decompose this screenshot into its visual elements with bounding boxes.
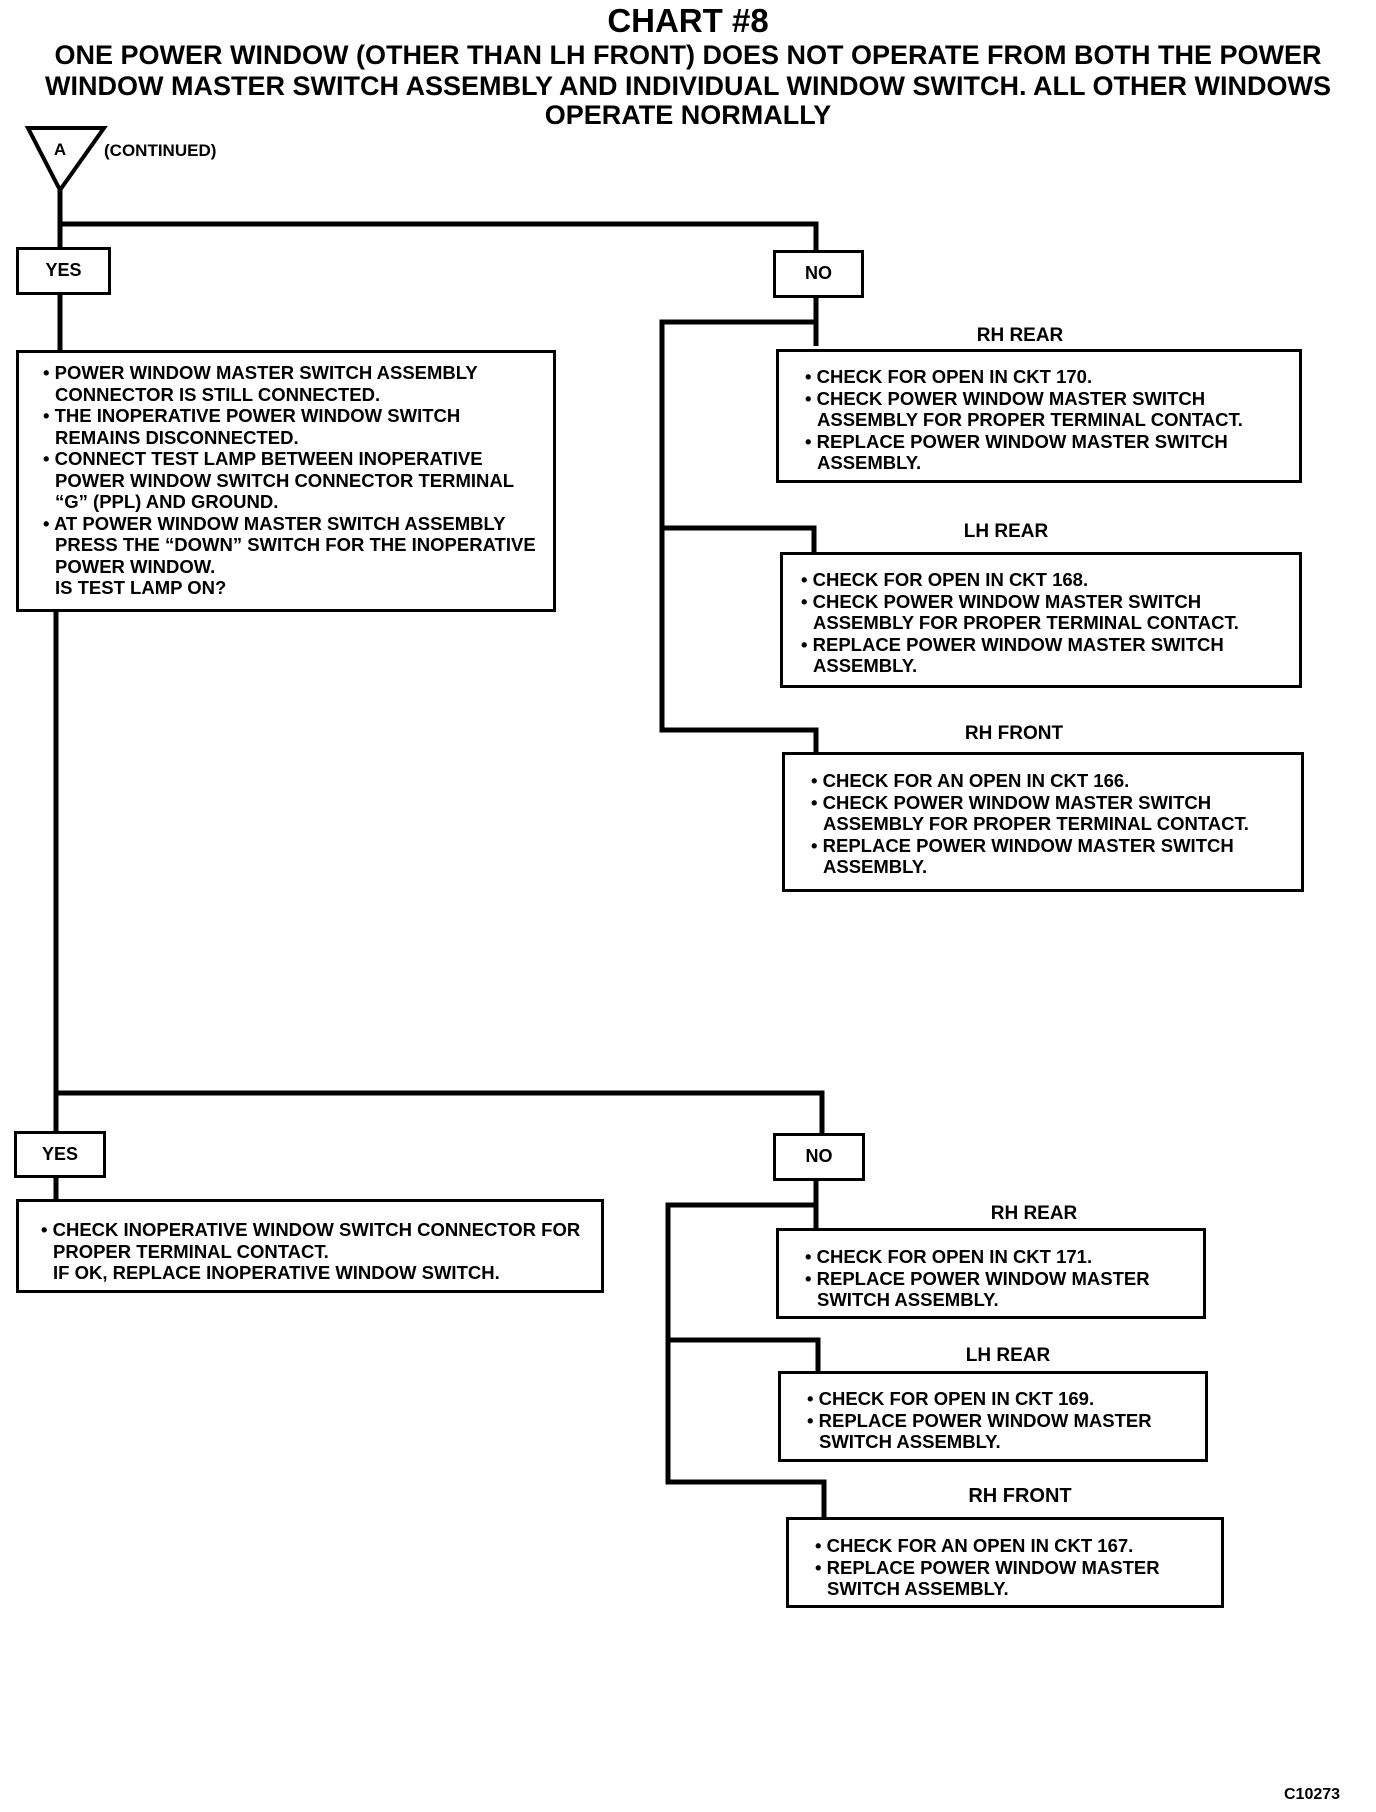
branch-step: REPLACE POWER WINDOW MASTER SWITCH ASSEM… (801, 431, 1289, 474)
branch-step: REPLACE POWER WINDOW MASTER SWITCH ASSEM… (803, 1410, 1195, 1453)
branch-box-rh-front-1: CHECK FOR AN OPEN IN CKT 166. CHECK POWE… (782, 752, 1304, 892)
branch-box-rh-front-2: CHECK FOR AN OPEN IN CKT 167. REPLACE PO… (786, 1517, 1224, 1608)
figure-id: C10273 (1284, 1786, 1341, 1803)
test-step: CONNECT TEST LAMP BETWEEN INOPERATIVE PO… (39, 448, 547, 513)
yes-label-1: YES (16, 247, 111, 295)
test-step: AT POWER WINDOW MASTER SWITCH ASSEMBLY P… (39, 513, 547, 578)
connector-triangle-icon (24, 126, 108, 194)
connector-letter: A (53, 140, 67, 159)
branch-box-lh-rear-1: CHECK FOR OPEN IN CKT 168. CHECK POWER W… (780, 552, 1302, 688)
no-label-2: NO (773, 1133, 865, 1181)
branch-box-rh-rear-1: CHECK FOR OPEN IN CKT 170. CHECK POWER W… (776, 349, 1302, 483)
action-note: IF OK, REPLACE INOPERATIVE WINDOW SWITCH… (53, 1262, 500, 1283)
branch-step: REPLACE POWER WINDOW MASTER SWITCH ASSEM… (811, 1557, 1211, 1600)
test-question: IS TEST LAMP ON? (55, 577, 227, 598)
branch-label-lh-rear-2: LH REAR (965, 1345, 1051, 1366)
subtitle-line-2: WINDOW MASTER SWITCH ASSEMBLY AND INDIVI… (45, 71, 1331, 101)
test-box: POWER WINDOW MASTER SWITCH ASSEMBLY CONN… (16, 350, 556, 612)
yes-label-2-text: YES (41, 1143, 79, 1164)
branch-step: CHECK FOR OPEN IN CKT 169. (803, 1388, 1195, 1410)
no1-branch-lhrear (662, 525, 817, 552)
branch-step: CHECK FOR OPEN IN CKT 170. (801, 366, 1289, 388)
branch-step: CHECK FOR AN OPEN IN CKT 167. (811, 1535, 1211, 1557)
branch-step: REPLACE POWER WINDOW MASTER SWITCH ASSEM… (807, 835, 1291, 878)
no2-bus (665, 1202, 827, 1517)
split-line-1 (57, 190, 819, 250)
no-label-2-text: NO (805, 1146, 833, 1167)
test-step: THE INOPERATIVE POWER WINDOW SWITCH REMA… (39, 405, 547, 448)
branch-label-rh-front-1: RH FRONT (964, 723, 1064, 744)
connector-note: (CONTINUED) (104, 141, 217, 160)
yes-label-2: YES (14, 1131, 106, 1178)
branch-box-rh-rear-2: CHECK FOR OPEN IN CKT 171. REPLACE POWER… (776, 1228, 1206, 1319)
no2-branch-lhrear (668, 1337, 821, 1371)
branch-step: REPLACE POWER WINDOW MASTER SWITCH ASSEM… (797, 634, 1289, 677)
branch-label-rh-rear-1: RH REAR (976, 325, 1064, 346)
branch-step: CHECK POWER WINDOW MASTER SWITCH ASSEMBL… (801, 388, 1289, 431)
test-step: POWER WINDOW MASTER SWITCH ASSEMBLY CONN… (39, 362, 547, 405)
branch-step: REPLACE POWER WINDOW MASTER SWITCH ASSEM… (801, 1268, 1193, 1311)
branch-step: CHECK FOR OPEN IN CKT 168. (797, 569, 1289, 591)
branch-step: CHECK POWER WINDOW MASTER SWITCH ASSEMBL… (807, 792, 1291, 835)
branch-box-lh-rear-2: CHECK FOR OPEN IN CKT 169. REPLACE POWER… (778, 1371, 1208, 1462)
branch-step: CHECK FOR AN OPEN IN CKT 166. (807, 770, 1291, 792)
branch-step: CHECK FOR OPEN IN CKT 171. (801, 1246, 1193, 1268)
subtitle-line-3: OPERATE NORMALLY (544, 100, 832, 130)
branch-step: CHECK POWER WINDOW MASTER SWITCH ASSEMBL… (797, 591, 1289, 634)
yes-action-box: CHECK INOPERATIVE WINDOW SWITCH CONNECTO… (16, 1199, 604, 1293)
no-label-1-text: NO (805, 263, 832, 284)
chart-title: CHART #8 (607, 2, 769, 39)
branch-label-lh-rear-1: LH REAR (963, 521, 1049, 542)
no-label-1: NO (773, 250, 864, 298)
action-step: CHECK INOPERATIVE WINDOW SWITCH CONNECTO… (37, 1219, 591, 1262)
branch-label-rh-rear-2: RH REAR (990, 1203, 1078, 1224)
trunk-line (53, 611, 825, 1133)
subtitle-line-1: ONE POWER WINDOW (OTHER THAN LH FRONT) D… (54, 40, 1322, 70)
branch-label-rh-front-2: RH FRONT (968, 1485, 1072, 1507)
yes-label-1-text: YES (45, 260, 82, 281)
